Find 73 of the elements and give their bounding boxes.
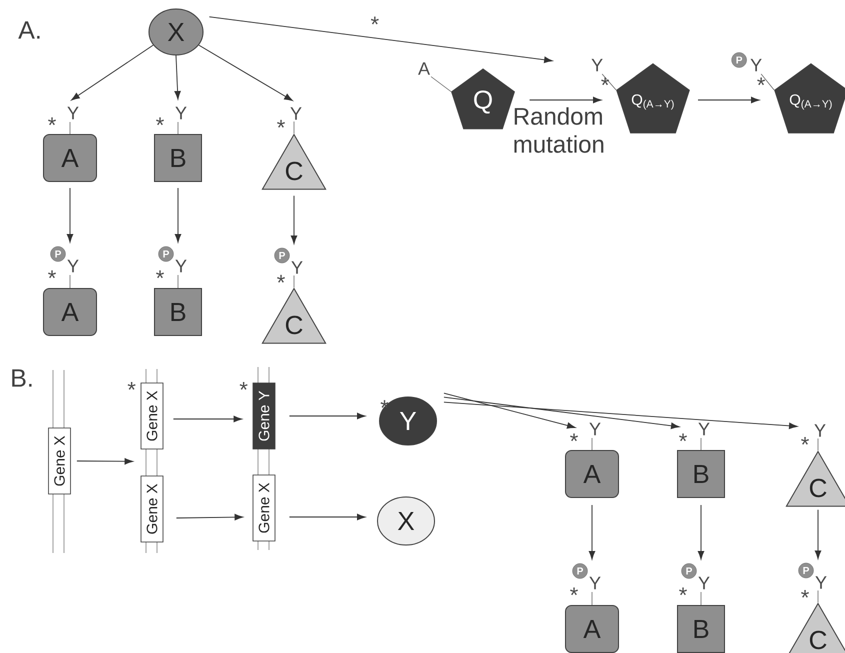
arrow <box>588 504 596 560</box>
residue-label: Y <box>592 58 603 72</box>
arrow <box>288 412 366 420</box>
residue-label: A <box>418 62 430 75</box>
asterisk-mark: * <box>48 270 56 278</box>
residue-label: Y <box>67 260 79 272</box>
square-box: B <box>154 134 202 182</box>
arrow <box>176 514 244 520</box>
residue-label: Y <box>750 58 762 72</box>
residue-label: Y <box>698 422 710 436</box>
gene-box: Gene X <box>48 428 71 494</box>
arrow <box>198 44 293 101</box>
edge-label: * <box>370 16 379 24</box>
arrow <box>172 416 242 422</box>
square-box: B <box>677 450 725 498</box>
arrow <box>71 44 154 100</box>
gene-box: Gene X <box>252 474 276 542</box>
residue-label: Y <box>175 106 187 120</box>
residue-label: Y <box>698 576 710 590</box>
rounded-box: A <box>43 288 97 336</box>
arrow <box>814 509 822 559</box>
panel-label: A. <box>18 21 40 39</box>
edge-label: Random mutation <box>514 107 604 153</box>
residue-label: Y <box>290 107 302 120</box>
arrow <box>174 188 182 242</box>
arrow <box>76 458 134 465</box>
asterisk-mark: * <box>801 436 809 445</box>
arrow <box>66 188 74 242</box>
arrow <box>698 96 760 104</box>
residue-label: Y <box>291 261 303 274</box>
gene-box: Gene X <box>140 476 164 542</box>
asterisk-mark: * <box>48 117 56 126</box>
arrow <box>698 504 704 560</box>
residue-label: Y <box>589 576 601 590</box>
asterisk-mark: * <box>570 433 578 442</box>
ellipse-node: X <box>148 8 204 56</box>
asterisk-mark: * <box>380 400 388 408</box>
panel-label: B. <box>12 369 32 387</box>
asterisk-mark: * <box>570 587 578 596</box>
residue-label: Y <box>814 424 826 437</box>
ellipse-node: X <box>377 496 435 546</box>
arrow <box>529 96 602 104</box>
asterisk-mark: * <box>277 274 285 283</box>
residue-label: Y <box>175 260 187 272</box>
gene-box: Gene X <box>140 382 164 450</box>
asterisk-mark: * <box>679 587 687 596</box>
asterisk-mark: * <box>156 117 164 126</box>
residue-label: Y <box>67 106 79 120</box>
square-box: B <box>154 288 202 336</box>
square-box: B <box>677 605 725 653</box>
arrow <box>444 392 576 429</box>
asterisk-mark: * <box>601 77 610 86</box>
arrow <box>290 195 298 244</box>
asterisk-mark: * <box>757 77 766 86</box>
asterisk-mark: * <box>240 382 248 390</box>
residue-label: Y <box>815 576 827 589</box>
residue-label: Y <box>589 422 601 436</box>
asterisk-mark: * <box>801 590 809 598</box>
arrow <box>174 55 181 100</box>
rounded-box: A <box>565 605 619 653</box>
arrow <box>444 396 680 429</box>
arrow <box>288 514 366 520</box>
gene-box: Gene Y <box>252 382 276 450</box>
asterisk-mark: * <box>277 120 285 128</box>
asterisk-mark: * <box>128 382 136 390</box>
pentagon-node: Q$_{(A→Y)}$ <box>774 63 845 134</box>
rounded-box: A <box>43 134 97 182</box>
asterisk-mark: * <box>679 433 687 442</box>
pentagon-node: Q$_{(A→Y)}$ <box>616 63 690 134</box>
arrow <box>208 16 553 63</box>
asterisk-mark: * <box>156 270 164 278</box>
arrow <box>444 402 798 430</box>
rounded-box: A <box>565 450 619 498</box>
